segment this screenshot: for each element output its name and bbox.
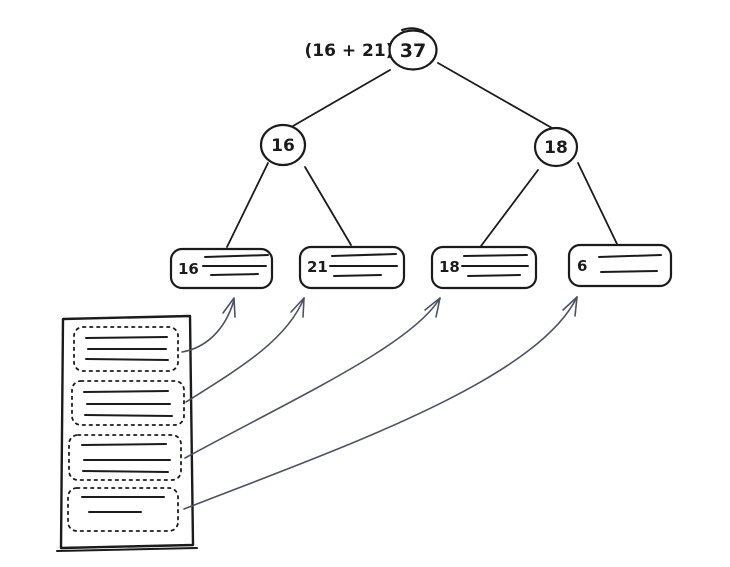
document-item-4 <box>67 487 179 532</box>
leaf-node-1-box <box>169 247 274 290</box>
root-annotation: (16 + 21) <box>305 41 394 61</box>
arrowhead-icon <box>290 297 305 318</box>
leaf-node-2-content-lines <box>329 253 398 277</box>
edge-left-node-to-leaf-2 <box>304 166 352 246</box>
leaf-node-1: 16 <box>169 247 274 290</box>
leaf-node-4-content-lines <box>598 254 662 273</box>
internal-node-left-label: 16 <box>271 136 295 156</box>
leaf-node-1-label: 16 <box>178 260 199 278</box>
internal-node-right-circle <box>533 126 579 168</box>
root-node-circle-overstroke <box>401 27 424 32</box>
edge-right-node-to-leaf-3 <box>480 169 539 247</box>
leaf-node-3-label: 18 <box>439 258 460 276</box>
arrow-item2-to-leaf2 <box>185 297 305 403</box>
leaf-node-4-label: 6 <box>577 257 587 275</box>
leaf-node-2-label: 21 <box>307 258 328 276</box>
edge-left-node-to-leaf-1 <box>226 162 269 248</box>
leaf-node-1-content-lines <box>202 254 269 276</box>
arrowhead-icon <box>562 296 578 317</box>
document-item-2 <box>71 380 185 426</box>
leaf-node-3-box <box>430 245 538 290</box>
internal-node-right-label: 18 <box>544 138 568 158</box>
edge-right-node-to-leaf-4 <box>577 162 618 245</box>
internal-node-right: 18 <box>533 126 579 168</box>
arrowhead-icon <box>424 297 441 318</box>
arrowhead-icon <box>222 297 236 318</box>
internal-node-left: 16 <box>259 123 307 167</box>
root-node-label: 37 <box>400 40 426 62</box>
document-panel-bottom-stroke <box>56 547 198 552</box>
internal-node-left-circle <box>259 123 307 167</box>
edge-root-to-left-node <box>292 69 391 127</box>
leaf-node-2: 21 <box>298 245 406 290</box>
document-item-1 <box>73 326 179 372</box>
leaf-node-3-content-lines <box>461 254 529 277</box>
document-item-1-outline <box>73 326 179 372</box>
arrow-item1-to-leaf1 <box>181 297 236 353</box>
root-node: (16 + 21) 37 <box>305 27 438 71</box>
tree-edges <box>226 62 618 248</box>
leaf-node-3: 18 <box>430 245 538 290</box>
arrow-item4-to-leaf4 <box>183 296 578 510</box>
document-item-2-outline <box>71 380 185 426</box>
leaf-node-2-box <box>298 245 406 290</box>
document-item-4-outline <box>67 487 179 532</box>
document-item-3-outline <box>68 434 182 481</box>
document-panel <box>56 314 198 552</box>
leaf-node-4: 6 <box>567 243 673 288</box>
root-node-circle <box>388 29 438 71</box>
mapping-arrows <box>181 296 578 510</box>
arrow-item3-to-leaf3 <box>184 297 441 459</box>
edge-root-to-right-node <box>437 62 553 129</box>
document-panel-outline <box>59 314 195 550</box>
document-item-3 <box>68 434 182 481</box>
